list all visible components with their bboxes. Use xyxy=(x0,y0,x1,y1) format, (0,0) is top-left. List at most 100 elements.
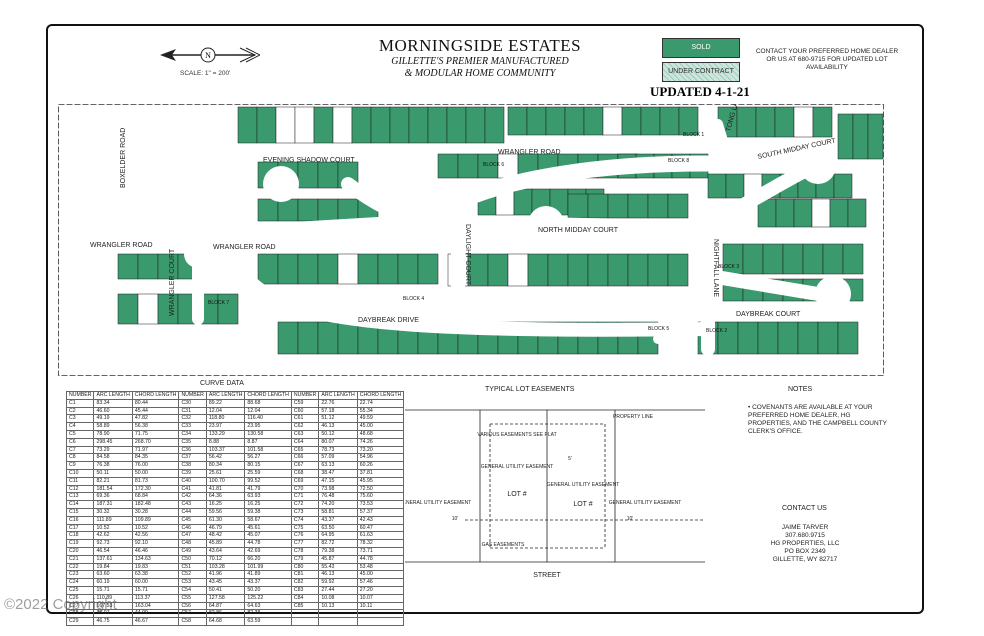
curve-cell: 137.61 xyxy=(93,554,133,564)
curve-cell: 46.75 xyxy=(93,617,133,626)
curve-cell: 10.52 xyxy=(93,523,133,533)
lot-parcel xyxy=(337,253,359,285)
curve-cell: 42.43 xyxy=(356,515,405,525)
lot-parcel xyxy=(717,321,739,355)
curve-cell: 19.84 xyxy=(93,562,133,572)
curve-cell: 89.22 xyxy=(205,398,246,408)
curve-cell: C35 xyxy=(178,437,207,447)
curve-cell: 76.48 xyxy=(318,492,358,502)
curve-cell: 27.20 xyxy=(356,585,405,595)
curve-cell: 182.48 xyxy=(131,500,180,509)
curve-cell: 99.52 xyxy=(244,476,292,486)
lot-parcel xyxy=(725,173,745,199)
curve-cell: 10.52 xyxy=(131,523,180,533)
curve-cell: 72.50 xyxy=(356,484,405,494)
curve-cell: C7 xyxy=(65,445,95,455)
curve-cell: C43 xyxy=(178,500,207,509)
curve-cell: C74 xyxy=(290,515,320,525)
lot-parcel xyxy=(317,253,339,285)
curve-cell: 71.97 xyxy=(131,445,180,455)
curve-cell: C44 xyxy=(178,507,207,517)
notes-body: COVENANTS ARE AVAILABLE AT YOUR PREFERRE… xyxy=(748,404,887,435)
curve-cell: 22.74 xyxy=(356,398,405,408)
curve-cell: 45.87 xyxy=(318,554,358,564)
curve-cell: 50.20 xyxy=(244,585,292,595)
block-7-label: BLOCK 7 xyxy=(208,300,229,306)
curve-cell: 55.43 xyxy=(318,562,358,572)
curve-cell: 82.21 xyxy=(93,476,133,486)
curve-header-cell: NUMBER xyxy=(65,391,95,400)
lot-parcel xyxy=(257,198,279,222)
curve-cell: C72 xyxy=(290,500,320,509)
curve-cell: 63.59 xyxy=(244,617,292,626)
curve-cell: C82 xyxy=(290,578,320,587)
lot-parcel xyxy=(837,113,854,160)
curve-cell: 73.20 xyxy=(356,445,405,455)
contact-note: CONTACT YOUR PREFERRED HOME DEALER OR US… xyxy=(755,48,899,71)
curve-cell: 109.89 xyxy=(131,515,180,525)
curve-cell: C85 xyxy=(290,601,320,611)
lot-parcel xyxy=(332,106,353,144)
lot-parcel xyxy=(294,106,315,144)
curve-cell: C21 xyxy=(65,554,95,564)
curve-cell: 83.34 xyxy=(93,398,133,408)
curve-header-cell: NUMBER xyxy=(178,391,207,400)
curve-cell: 73.53 xyxy=(356,500,405,509)
lot-parcel xyxy=(297,321,319,355)
curve-cell: C23 xyxy=(65,570,95,580)
curve-cell: 80.34 xyxy=(205,461,246,470)
curve-cell: 76.38 xyxy=(93,461,133,470)
curve-cell: C68 xyxy=(290,468,320,478)
lot-parcel xyxy=(627,193,649,219)
curve-cell: C63 xyxy=(290,429,320,439)
lot-parcel xyxy=(567,193,589,219)
curve-cell: C50 xyxy=(178,554,207,564)
curve-cell: 68.84 xyxy=(131,492,180,502)
curve-cell: 63.60 xyxy=(93,570,133,580)
curve-cell: 73.71 xyxy=(356,546,405,556)
lot-parcel xyxy=(774,106,795,138)
curve-cell: C5 xyxy=(65,429,95,439)
curve-cell: 100.70 xyxy=(205,476,246,486)
lot-parcel xyxy=(833,173,853,199)
lot-parcel xyxy=(427,106,448,144)
lot-parcel xyxy=(793,198,813,228)
lot-parcel xyxy=(707,173,727,199)
curve-cell: 46.13 xyxy=(318,570,358,580)
curve-cell: C59 xyxy=(290,398,320,408)
curve-cell: 45.00 xyxy=(356,422,405,431)
curve-cell: 84.58 xyxy=(93,453,133,463)
lot-parcel xyxy=(313,106,334,144)
curve-cell: 103.37 xyxy=(205,445,246,455)
curve-cell: 16.25 xyxy=(244,500,292,509)
lot-parcel xyxy=(607,253,629,287)
scale-label: SCALE: 1" = 200' xyxy=(180,70,231,77)
curve-cell: 82.86 xyxy=(205,609,246,619)
curve-cell: 44.78 xyxy=(244,539,292,548)
curve-cell xyxy=(318,609,358,619)
street-wrangler-road-left: WRANGLER ROAD xyxy=(90,242,153,249)
curve-cell: 80.44 xyxy=(131,398,180,408)
lot-parcel xyxy=(487,253,509,287)
lot-parcel xyxy=(829,198,849,228)
lot-parcel xyxy=(526,106,547,136)
curve-cell: 298.45 xyxy=(93,437,133,447)
block-1-label: BLOCK 1 xyxy=(683,132,704,138)
easement-title: TYPICAL LOT EASEMENTS xyxy=(485,386,575,393)
curve-cell: 45.61 xyxy=(244,523,292,533)
curve-cell: 60.26 xyxy=(356,461,405,470)
lot-parcel xyxy=(737,321,759,355)
curve-cell: 56.42 xyxy=(205,453,246,463)
curve-cell: C73 xyxy=(290,507,320,517)
curve-cell: C46 xyxy=(178,523,207,533)
curve-cell: C42 xyxy=(178,492,207,502)
